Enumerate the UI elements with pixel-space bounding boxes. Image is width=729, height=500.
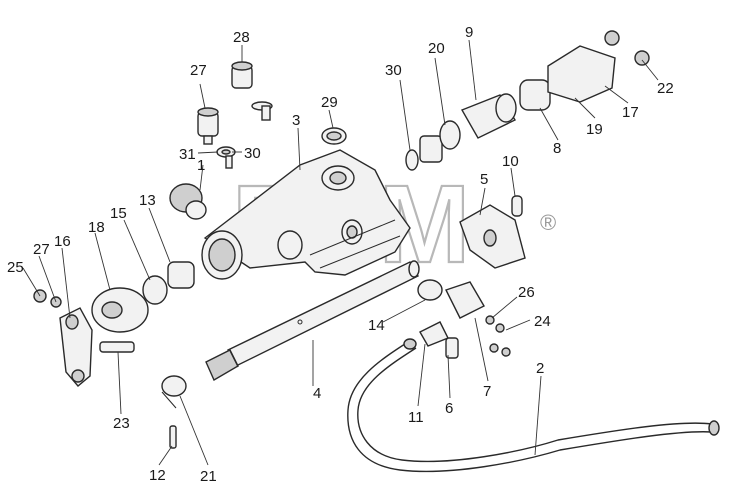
label-part-2: 2 xyxy=(536,360,544,377)
label-part-12: 12 xyxy=(149,467,166,484)
label-part-26: 26 xyxy=(518,284,535,301)
hose xyxy=(347,338,720,473)
label-part-23: 23 xyxy=(113,415,130,432)
label-part-30-left: 30 xyxy=(244,145,261,162)
label-part-9: 9 xyxy=(465,24,473,41)
label-part-5: 5 xyxy=(480,171,488,188)
clamp-part-21 xyxy=(161,375,187,409)
label-part-25: 25 xyxy=(7,259,24,276)
label-part-7: 7 xyxy=(483,383,491,400)
part-labels: 1 2 3 4 5 6 7 8 9 10 11 12 13 14 15 16 1… xyxy=(7,24,674,485)
watermark-registered-mark: ® xyxy=(540,210,556,235)
label-part-14: 14 xyxy=(368,317,385,334)
bracket-part-5 xyxy=(459,195,526,269)
fittings-group xyxy=(417,279,511,359)
valve-part-27-top xyxy=(197,107,219,145)
label-part-28: 28 xyxy=(233,29,250,46)
label-part-18: 18 xyxy=(88,219,105,236)
label-part-15: 15 xyxy=(110,205,127,222)
left-components xyxy=(33,261,195,387)
hose-end xyxy=(708,420,720,436)
label-part-21: 21 xyxy=(200,468,217,485)
main-shaft xyxy=(205,260,420,381)
label-part-24: 24 xyxy=(534,313,551,330)
label-part-27-top: 27 xyxy=(190,62,207,79)
label-part-3: 3 xyxy=(292,112,300,129)
label-part-29: 29 xyxy=(321,94,338,111)
piston-assembly-top xyxy=(405,30,650,171)
label-part-4: 4 xyxy=(313,385,321,402)
ring-part-29-inner xyxy=(326,131,342,141)
label-part-13: 13 xyxy=(139,192,156,209)
leader-lines xyxy=(22,39,659,466)
label-part-11: 11 xyxy=(408,409,424,426)
label-part-16: 16 xyxy=(54,233,71,250)
hose-start xyxy=(403,338,417,350)
label-part-6: 6 xyxy=(445,400,453,417)
washers-part-31-30 xyxy=(216,146,236,169)
steering-gear-housing xyxy=(201,149,411,280)
label-part-31: 31 xyxy=(179,146,196,163)
plug-part-1 xyxy=(169,183,207,220)
label-part-22: 22 xyxy=(657,80,674,97)
label-part-27-left: 27 xyxy=(33,241,50,258)
label-part-10: 10 xyxy=(502,153,519,170)
label-part-17: 17 xyxy=(622,104,639,121)
label-part-30-top: 30 xyxy=(385,62,402,79)
label-part-19: 19 xyxy=(586,121,603,138)
valve-part-28 xyxy=(231,61,273,121)
pin-part-12 xyxy=(169,425,177,449)
label-part-8: 8 xyxy=(553,140,561,157)
label-part-20: 20 xyxy=(428,40,445,57)
label-part-1: 1 xyxy=(197,157,205,174)
